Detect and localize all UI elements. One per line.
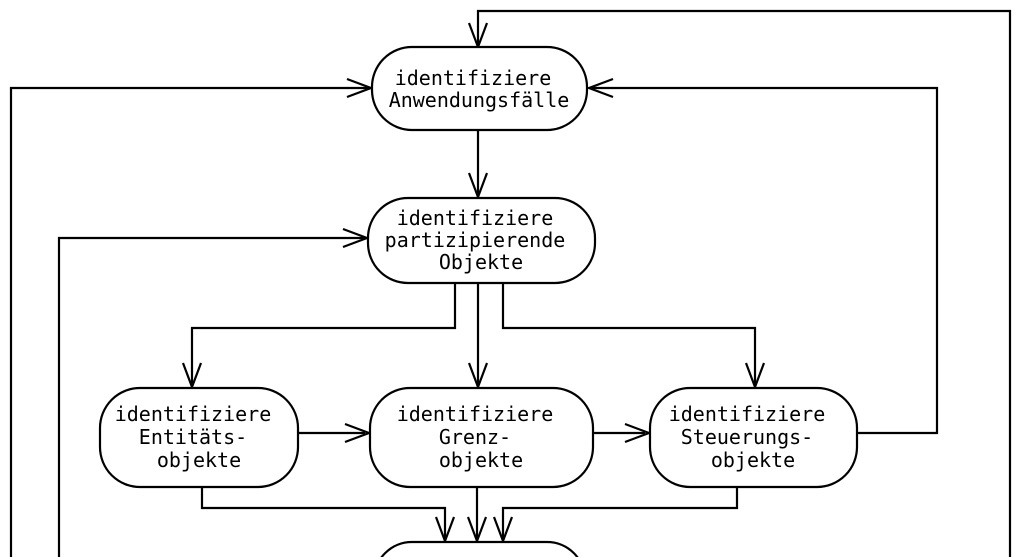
node-label: identifiziere Anwendungsfälle xyxy=(389,59,570,112)
node-label-line: identifiziere xyxy=(397,402,554,426)
node-shape xyxy=(366,196,597,285)
edge-loop-right-outer xyxy=(476,9,1012,557)
node-label-line: Steuerungs- xyxy=(681,425,813,449)
node-label-line: identifiziere xyxy=(397,206,554,230)
node-label-line: objekte xyxy=(439,448,523,472)
edge-loop-left-outer xyxy=(9,86,368,557)
node-label: identifiziere Grenz- objekte xyxy=(397,395,566,472)
node-identifiziere-entitaetsobjekte: identifiziere Entitäts- objekte xyxy=(98,386,300,489)
node-label-line: objekte xyxy=(711,448,795,472)
node-label-line: Anwendungsfälle xyxy=(389,88,570,112)
edge-entitaets-to-bottom xyxy=(200,487,447,538)
edge-steuerungs-to-anwendungsfaelle xyxy=(592,86,939,435)
node-shape xyxy=(648,386,859,489)
node-label-line: Entitäts- xyxy=(139,425,247,449)
node-label-line: Objekte xyxy=(439,250,523,274)
node-identifiziere-partizipierende-objekte: identifiziere partizipierende Objekte xyxy=(366,196,597,285)
node-label-line: identifiziere xyxy=(395,66,552,90)
node-shape xyxy=(370,45,589,132)
node-label-line: partizipierende xyxy=(385,228,566,252)
node-shape xyxy=(368,386,595,489)
node-label-line: identifiziere xyxy=(669,402,826,426)
node-shape xyxy=(98,386,300,489)
node-label-line: identifiziere xyxy=(115,402,272,426)
edges xyxy=(9,9,1012,557)
node-identifiziere-grenzobjekte: identifiziere Grenz- objekte xyxy=(368,386,595,489)
node-identifiziere-steuerungsobjekte: identifiziere Steuerungs- objekte xyxy=(648,386,859,489)
edge-steuerungs-to-anwendungsfaelle-arrowhead xyxy=(585,77,614,99)
node-bottom-partial xyxy=(380,540,579,557)
edge-partizipierende-to-steuerungs xyxy=(501,283,757,384)
node-label: identifiziere Steuerungs- objekte xyxy=(669,395,838,472)
node-label-line: Grenz- xyxy=(439,425,511,449)
edge-partizipierende-to-entitaets xyxy=(190,283,457,384)
node-shape xyxy=(380,540,579,557)
edge-steuerungs-to-bottom xyxy=(501,487,739,538)
node-label-line: objekte xyxy=(157,448,241,472)
node-label: identifiziere Entitäts- objekte xyxy=(115,395,284,472)
node-identifiziere-anwendungsfaelle: identifiziere Anwendungsfälle xyxy=(370,45,589,132)
node-label: identifiziere partizipierende Objekte xyxy=(385,199,578,274)
edge-loop-left-inner xyxy=(57,236,364,557)
